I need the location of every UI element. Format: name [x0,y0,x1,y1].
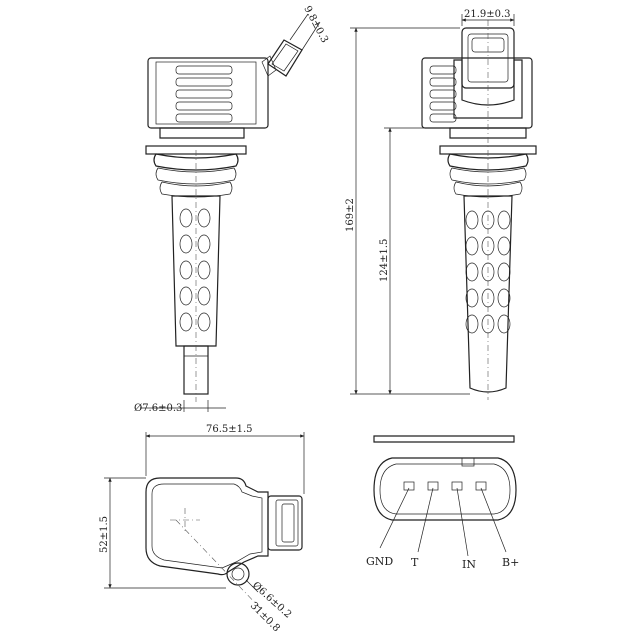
pin-label-bplus: B+ [502,556,519,569]
front-view [421,20,537,400]
dim-head-depth: 52±1.5 [99,516,110,553]
top-connector [267,495,303,551]
connector-pinout: GND T IN B+ [366,435,519,571]
head-ribs [175,65,233,123]
front-bellows [447,153,529,198]
side-dims: 9.8±0.3 Ø7.6±0.3 [134,4,330,414]
front-grips [465,210,511,334]
front-dims: 21.9±0.3 169±2 124±1.5 [345,9,515,395]
pin-label-in: IN [462,558,476,571]
pin-gnd-socket [403,481,415,491]
dim-tip-diameter: Ø7.6±0.3 [134,403,182,414]
top-view [145,477,303,609]
pin-label-t: T [411,556,419,569]
side-view [145,39,303,402]
dim-connector-tilt: 9.8±0.3 [301,4,330,45]
pin-bplus-socket [475,481,487,491]
pin-t-socket [427,481,439,491]
shaft-grips [179,208,211,332]
dim-body-length: 124±1.5 [379,239,390,282]
top-dims: 76.5±1.5 52±1.5 Ø6.6±0.2 31±0.8 [99,424,305,634]
pin-label-gnd: GND [366,555,393,568]
dim-connector-width: 21.9±0.3 [464,9,511,20]
boot-bellows [153,153,239,198]
dim-total-length: 169±2 [345,198,356,232]
front-ribs [429,65,457,123]
dim-head-width: 76.5±1.5 [206,424,253,435]
